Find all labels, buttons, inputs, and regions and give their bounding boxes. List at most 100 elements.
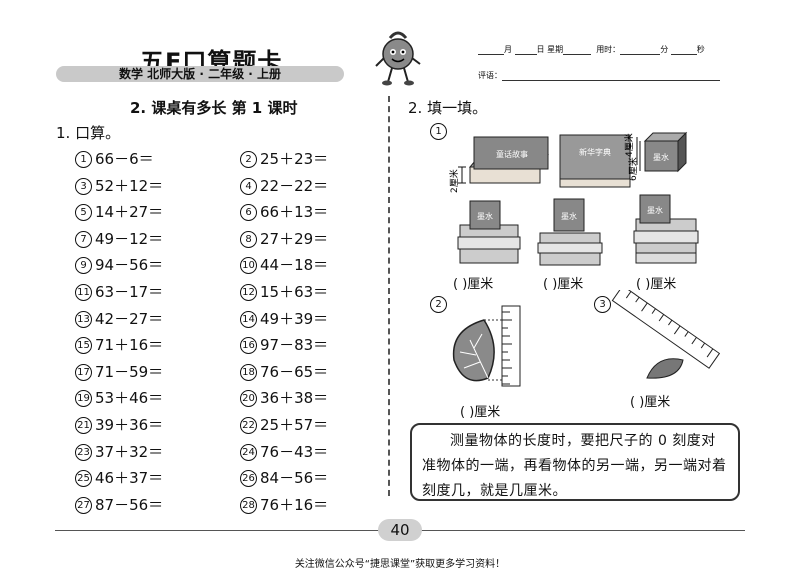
small-leaf-icon — [646, 358, 684, 379]
svg-text:墨水: 墨水 — [477, 211, 493, 221]
part-3-marker: 3 — [594, 296, 611, 313]
vertical-ruler-icon — [501, 305, 521, 387]
problem-expression: 22－22＝ — [260, 176, 329, 195]
measurement-tip-box: 测量物体的长度时，要把尺子的 0 刻度对准物体的一端，再看物体的另一端，另一端对… — [410, 423, 740, 501]
part-2-marker: 2 — [430, 296, 447, 313]
problem-expression: 37＋32＝ — [95, 442, 164, 461]
book-2-dim-label: 4厘米 — [623, 133, 635, 157]
answer-blank-5[interactable]: ( )厘米 — [630, 395, 671, 410]
leaf-ruler-diagram — [452, 305, 521, 387]
problem-number: 19 — [75, 390, 92, 408]
book-2-title: 新华字典 — [579, 147, 611, 157]
problem-number: 20 — [240, 390, 257, 408]
problem-expression: 42－27＝ — [95, 309, 164, 328]
problem-expression: 15＋63＝ — [260, 283, 329, 301]
problem-expression: 53＋46＝ — [95, 389, 164, 408]
answer-blank-2[interactable]: ( )厘米 — [543, 277, 584, 292]
problem-number: 6 — [240, 204, 257, 222]
problem-expression: 46＋37＝ — [95, 469, 164, 488]
problem-expression: 63－17＝ — [95, 283, 164, 301]
problem-expression: 44－18＝ — [260, 256, 329, 275]
column-divider — [388, 96, 390, 496]
problem-number: 11 — [75, 284, 92, 301]
svg-text:墨水: 墨水 — [647, 205, 663, 215]
question-2-label: 2. 填一填。 — [408, 99, 488, 117]
problem-number: 7 — [75, 230, 92, 248]
problem-number: 14 — [240, 310, 257, 328]
problem-expression: 49＋39＝ — [260, 309, 329, 328]
textbook-subtitle: 数学 北师大版 · 二年级 · 上册 — [56, 66, 344, 82]
problem-number: 13 — [75, 310, 92, 328]
problem-number: 9 — [75, 257, 92, 275]
problem-expression: 76＋16＝ — [260, 495, 329, 514]
answer-blank-4[interactable]: ( )厘米 — [460, 405, 501, 420]
problem-number: 12 — [240, 284, 257, 301]
problem-number: 23 — [75, 443, 92, 461]
problem-number: 3 — [75, 177, 92, 195]
date-line: 月 日 星期 用时：分 秒 — [478, 44, 705, 55]
problem-number: 8 — [240, 230, 257, 248]
book-1-title: 童话故事 — [496, 149, 528, 159]
dictionary-icon: 新华字典 — [559, 134, 631, 188]
slanted-ruler-diagram — [611, 290, 721, 379]
problem-expression: 87－56＝ — [95, 495, 164, 514]
answer-blank-1[interactable]: ( )厘米 — [453, 277, 494, 292]
svg-text:墨水: 墨水 — [561, 211, 577, 221]
question-1-label: 1. 口算。 — [56, 124, 121, 142]
problem-expression: 76－65＝ — [260, 362, 329, 381]
problem-expression: 25＋57＝ — [260, 416, 329, 434]
problem-expression: 66－6＝ — [95, 150, 154, 168]
problem-number: 2 — [240, 151, 257, 168]
problem-expression: 71－59＝ — [95, 362, 164, 381]
ink-bottle-icon: 墨水 — [643, 131, 688, 173]
part-1-marker: 1 — [430, 123, 447, 140]
problem-number: 17 — [75, 363, 92, 381]
problem-number: 4 — [240, 177, 257, 195]
review-line: 评语： — [478, 70, 720, 81]
problem-number: 28 — [240, 496, 257, 514]
slanted-ruler-icon — [611, 290, 721, 369]
stack-3-icon: 墨水 — [633, 194, 699, 264]
problem-expression: 84－56＝ — [260, 469, 329, 488]
page-number: 40 — [378, 519, 422, 541]
problem-expression: 39＋36＝ — [95, 416, 164, 434]
leaf-icon — [452, 319, 495, 382]
problem-expression: 36＋38＝ — [260, 389, 329, 408]
problem-expression: 25＋23＝ — [260, 150, 329, 168]
problem-number: 25 — [75, 470, 92, 488]
problem-expression: 49－12＝ — [95, 229, 164, 248]
problem-expression: 27＋29＝ — [260, 229, 329, 248]
problem-number: 26 — [240, 470, 257, 488]
svg-text:墨水: 墨水 — [653, 152, 669, 162]
books-diagram: 童话故事 2厘米 新华字典 4厘米 墨水 6厘米 墨水 墨水 — [448, 131, 699, 266]
measurement-tip-text: 测量物体的长度时，要把尺子的 0 刻度对准物体的一端，再看物体的另一端，另一端对… — [422, 433, 727, 499]
problem-expression: 97－83＝ — [260, 336, 329, 355]
answer-blank-3[interactable]: ( )厘米 — [636, 277, 677, 292]
problem-number: 27 — [75, 496, 92, 514]
book-1-dim-label: 2厘米 — [448, 169, 460, 193]
problem-number: 24 — [240, 443, 257, 461]
problem-number: 10 — [240, 257, 257, 275]
